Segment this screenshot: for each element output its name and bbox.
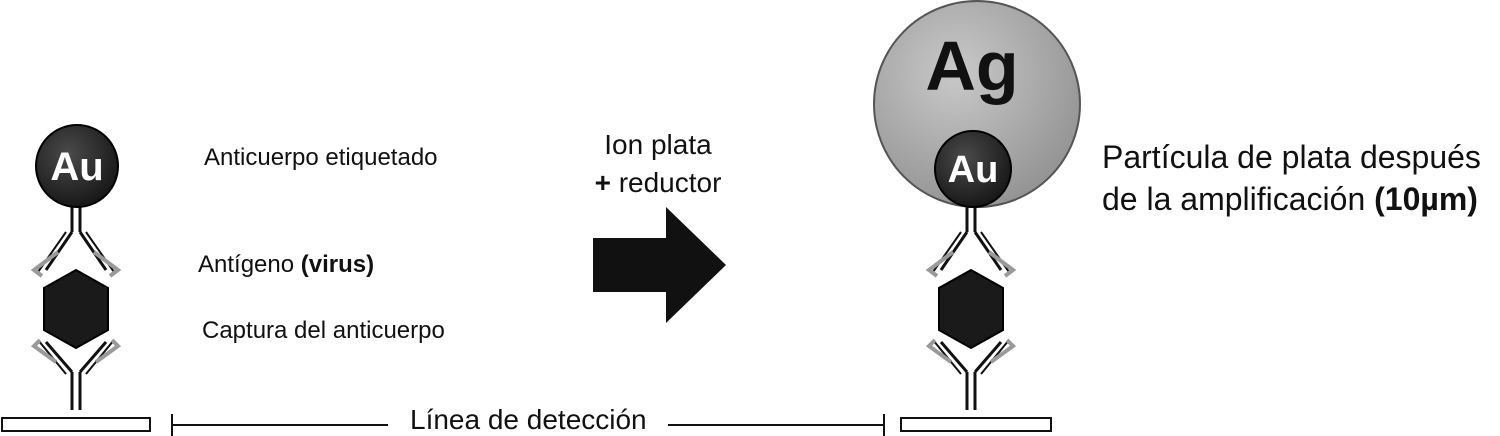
membrane-strip-left bbox=[1, 417, 151, 432]
gold-particle-icon bbox=[934, 130, 1012, 208]
antigen-label: Antígeno (virus) bbox=[198, 251, 374, 279]
membrane-strip-right bbox=[900, 417, 1052, 432]
detection-line-bracket bbox=[171, 414, 885, 436]
gold-symbol: Au bbox=[50, 145, 103, 189]
silver-ion-text: Ion plata bbox=[604, 129, 712, 160]
plus-sign: + bbox=[594, 167, 611, 198]
capture-antibody-label: Captura del anticuerpo bbox=[202, 317, 445, 344]
amplified-complex: Ag Au bbox=[873, 0, 1081, 412]
silver-ion-reductor-label: Ion plata + reductor bbox=[578, 126, 738, 202]
antigen-virus-text: (virus) bbox=[300, 251, 375, 278]
amplification-text: de la amplificación bbox=[1102, 181, 1366, 217]
labeled-antibody-complex: Au bbox=[32, 124, 120, 412]
silver-particle-line1: Partícula de plata después bbox=[1102, 139, 1481, 175]
particle-size-text: (10µm) bbox=[1374, 181, 1478, 217]
antibody-icon bbox=[927, 205, 1015, 412]
silver-symbol: Ag bbox=[925, 27, 1018, 105]
detection-line-label: Línea de detección bbox=[410, 404, 647, 435]
labeled-antibody-label: Anticuerpo etiquetado bbox=[204, 144, 438, 171]
gold-symbol: Au bbox=[948, 149, 999, 191]
silver-particle-label: Partícula de plata después de la amplifi… bbox=[1102, 136, 1481, 220]
gold-particle-icon bbox=[35, 124, 119, 208]
reductor-text: reductor bbox=[618, 167, 722, 198]
reductor-line: + reductor bbox=[578, 164, 738, 202]
antigen-text: Antígeno bbox=[198, 251, 295, 278]
silver-particle-line2: de la amplificación (10µm) bbox=[1102, 178, 1481, 220]
right-arrow-icon bbox=[593, 207, 726, 323]
antibody-icon bbox=[32, 205, 120, 412]
